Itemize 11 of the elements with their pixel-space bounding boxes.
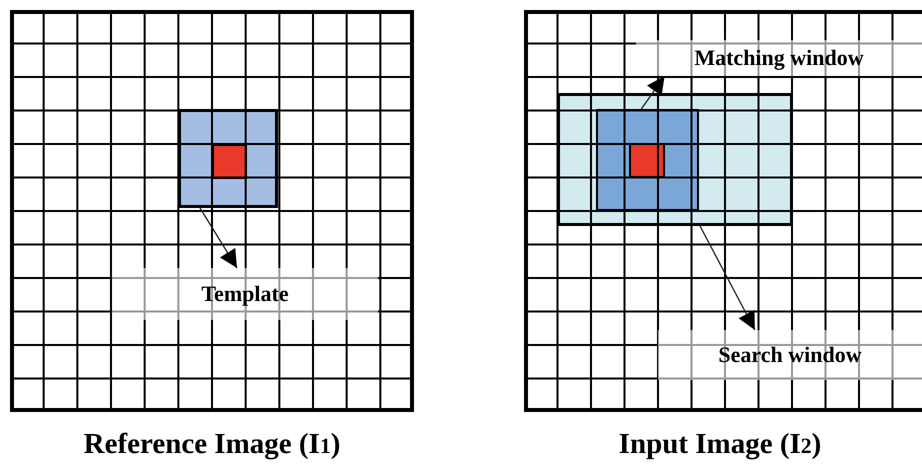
arrow xyxy=(199,208,238,268)
center-pixel xyxy=(212,144,247,179)
center-pixel xyxy=(629,143,665,178)
callout-label: Search window xyxy=(658,330,922,380)
search-window xyxy=(557,93,793,226)
template-window xyxy=(178,109,278,208)
arrow xyxy=(699,226,756,330)
callout-label: Matching window xyxy=(636,40,922,76)
callout-label: Template xyxy=(112,268,378,320)
arrow xyxy=(640,76,666,110)
matching-window xyxy=(596,109,699,211)
